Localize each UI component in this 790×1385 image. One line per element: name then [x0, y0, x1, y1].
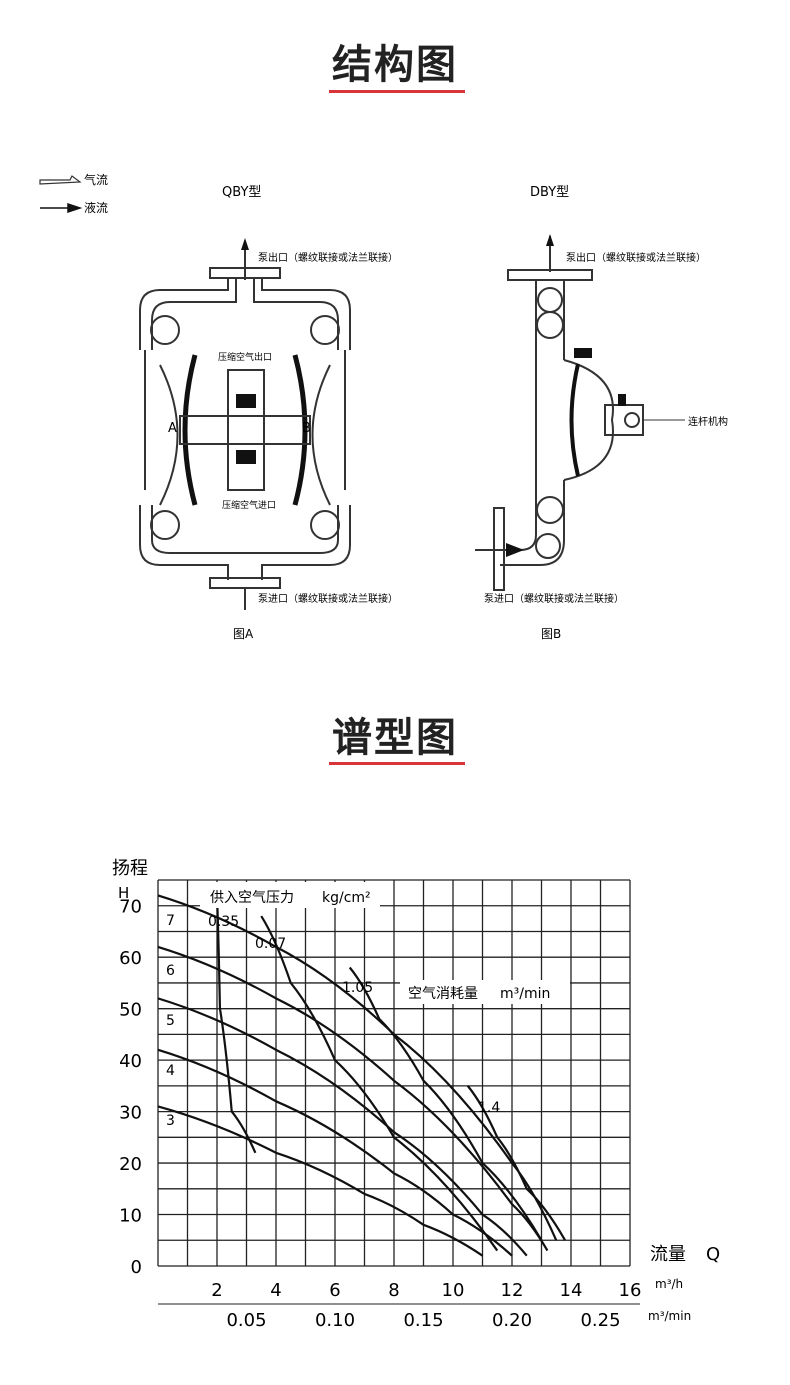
curve-007 [260, 915, 499, 1252]
air-pressure-unit: kg/cm² [322, 890, 371, 906]
chart-grid [157, 879, 631, 1267]
x-tick-label-m3h: 2 [211, 1280, 222, 1301]
pressure-label-5: 5 [166, 1013, 175, 1029]
curve-035 [215, 895, 257, 1154]
y-tick-label: 10 [119, 1206, 142, 1227]
liquid-flow-arrow-icon [40, 202, 83, 214]
curve-6 [157, 945, 549, 1252]
section-title-structure: 结构图 [332, 42, 458, 88]
qby-air-out-label: 压缩空气出口 [218, 351, 272, 363]
chart-xlabel: 流量 [650, 1244, 686, 1265]
chart-ylabel-top: 扬程 [112, 858, 148, 879]
structure-diagram: 气流 液流 QBY型 A B [39, 172, 728, 641]
dby-caption: 图B [541, 627, 561, 641]
consumption-label-14: 1.4 [478, 1100, 500, 1116]
y-tick-label: 50 [119, 1000, 142, 1021]
legend-liquid-label: 液流 [84, 200, 108, 215]
legend: 气流 液流 [39, 172, 108, 215]
title-underline [329, 90, 465, 93]
chart-ticks: 0 10 20 30 40 50 60 70 2 4 6 8 10 12 14 16 0.05 0.10 0.15 0… [119, 897, 641, 1331]
air-consumption-label: 空气消耗量 [408, 986, 478, 1002]
y-tick-label: 60 [119, 948, 142, 969]
dby-inlet-label: 泵进口（螺纹联接或法兰联接） [484, 592, 624, 605]
qby-inlet-label: 泵进口（螺纹联接或法兰联接） [258, 592, 398, 605]
dby-outlet-label: 泵出口（螺纹联接或法兰联接） [566, 251, 706, 264]
x-tick-label-m3min: 0.20 [492, 1310, 532, 1331]
qby-pump-drawing: A B 压缩空气出口 压缩空气进口 [139, 238, 351, 610]
x-tick-label-m3min: 0.25 [580, 1310, 620, 1331]
chart-curves [157, 894, 567, 1257]
x-tick-label-m3h: 10 [442, 1280, 465, 1301]
x-tick-label-m3h: 6 [329, 1280, 340, 1301]
dby-linkage-label: 连杆机构 [688, 415, 728, 428]
x-tick-label-m3min: 0.15 [403, 1310, 443, 1331]
dby-pump-drawing [475, 234, 685, 591]
y-tick-label: 30 [119, 1103, 142, 1124]
chart-ylabel-unit: H [118, 884, 129, 902]
consumption-label-035: 0.35 [208, 914, 239, 930]
section-title-performance: 谱型图 [332, 715, 458, 761]
x-unit-m3h: m³/h [655, 1277, 683, 1291]
consumption-label-105: 1.05 [342, 980, 373, 996]
x-tick-label-m3h: 4 [270, 1280, 281, 1301]
curve-105 [348, 966, 543, 1241]
curve-4 [157, 1048, 513, 1257]
title-underline [329, 762, 465, 765]
legend-air-label: 气流 [84, 172, 108, 187]
chamber-b-label: B [302, 421, 311, 436]
performance-chart: 扬程 H 0 10 20 30 40 50 60 70 2 4 6 8 10 12 14 16 0.05 0.10… [112, 858, 720, 1331]
x-tick-label-m3h: 8 [388, 1280, 399, 1301]
x-unit-m3min: m³/min [648, 1309, 691, 1323]
x-tick-label-m3h: 14 [560, 1280, 583, 1301]
chamber-a-label: A [168, 421, 177, 436]
chart-xlabel-symbol: Q [706, 1244, 720, 1265]
pressure-label-6: 6 [166, 963, 175, 979]
x-tick-label-m3min: 0.10 [315, 1310, 355, 1331]
pressure-label-4: 4 [166, 1063, 175, 1079]
air-flow-arrow-icon [39, 175, 82, 185]
qby-air-in-label: 压缩空气进口 [222, 499, 276, 511]
x-tick-label-m3h: 12 [501, 1280, 524, 1301]
y-tick-label: 0 [131, 1257, 142, 1278]
pressure-label-7: 7 [166, 913, 175, 929]
y-tick-label: 70 [119, 897, 142, 918]
air-consumption-unit: m³/min [500, 986, 550, 1002]
curve-3 [157, 1105, 484, 1257]
qby-title: QBY型 [222, 185, 261, 200]
x-tick-label-m3h: 16 [619, 1280, 642, 1301]
y-tick-label: 20 [119, 1154, 142, 1175]
qby-outlet-label: 泵出口（螺纹联接或法兰联接） [258, 251, 398, 264]
y-tick-label: 40 [119, 1051, 142, 1072]
x-tick-label-m3min: 0.05 [226, 1310, 266, 1331]
curve-5 [157, 997, 528, 1257]
consumption-label-007: 0.07 [255, 936, 286, 952]
air-pressure-label: 供入空气压力 [210, 890, 294, 906]
dby-title: DBY型 [530, 185, 569, 200]
pressure-label-3: 3 [166, 1113, 175, 1129]
qby-caption: 图A [233, 627, 254, 641]
curve-14 [466, 1085, 567, 1241]
